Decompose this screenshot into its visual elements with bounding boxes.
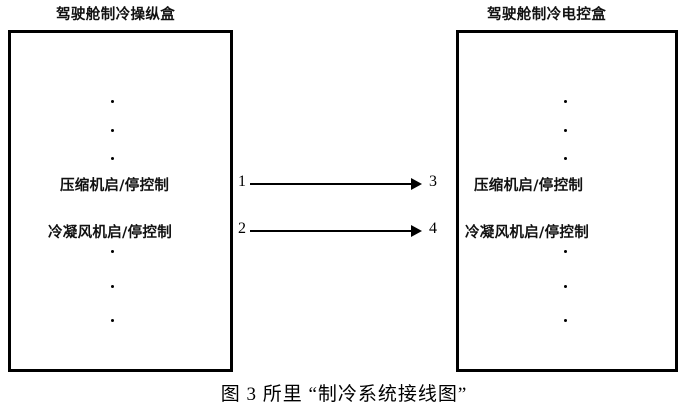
right-unit-box <box>456 30 678 372</box>
arrow-head-icon <box>411 178 422 190</box>
right-unit-ellipsis-top-icon <box>559 100 571 160</box>
right-unit-title: 驾驶舱制冷电控盒 <box>487 7 607 23</box>
figure-caption: 图 3 所里 “制冷系统接线图” <box>220 384 468 405</box>
left-pin-number-1: 1 <box>238 173 246 190</box>
arrow-shaft <box>250 230 413 232</box>
arrow-shaft <box>250 183 413 185</box>
right-signal-label-compressor: 压缩机启/停控制 <box>474 178 584 194</box>
left-unit-box <box>8 30 233 372</box>
left-pin-number-2: 2 <box>238 220 246 237</box>
left-signal-label-condenser-fan: 冷凝风机启/停控制 <box>48 225 172 241</box>
connection-arrow-2-to-4 <box>250 225 422 237</box>
right-pin-number-4: 4 <box>429 220 437 237</box>
left-unit-ellipsis-bottom-icon <box>106 250 118 322</box>
left-signal-label-compressor: 压缩机启/停控制 <box>60 178 170 194</box>
connection-arrow-1-to-3 <box>250 178 422 190</box>
right-pin-number-3: 3 <box>429 173 437 190</box>
right-signal-label-condenser-fan: 冷凝风机启/停控制 <box>465 225 589 241</box>
arrow-head-icon <box>411 225 422 237</box>
right-unit-ellipsis-bottom-icon <box>559 250 571 322</box>
left-unit-ellipsis-top-icon <box>106 100 118 160</box>
left-unit-title: 驾驶舱制冷操纵盒 <box>56 7 176 23</box>
